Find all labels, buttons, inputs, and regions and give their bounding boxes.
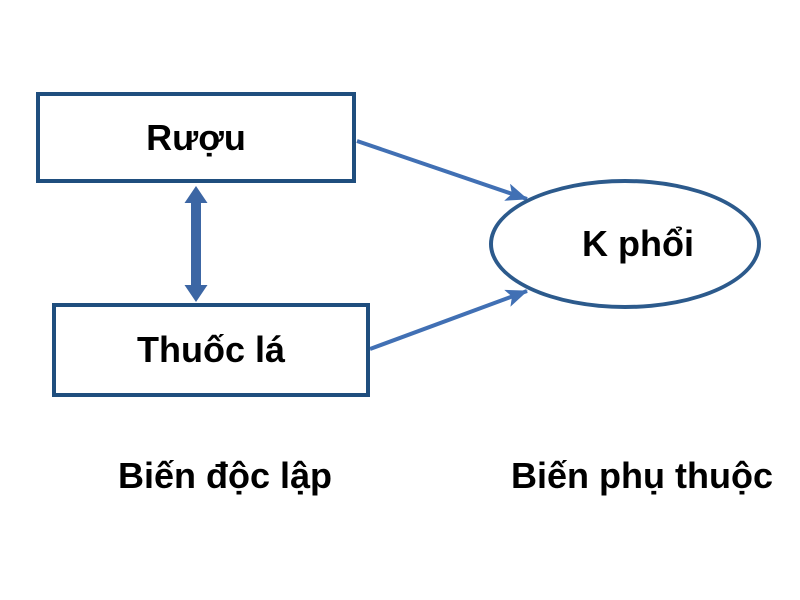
node-lung-cancer-label: K phổi <box>582 223 694 264</box>
node-alcohol-label: Rượu <box>146 116 246 158</box>
node-tobacco: Thuốc lá <box>52 303 370 397</box>
edge-alcohol-tobacco-double-arrow <box>184 186 208 302</box>
edge-alcohol-to-lungcancer-arrow <box>356 139 528 201</box>
edge-tobacco-to-lungcancer-arrow <box>369 289 528 351</box>
node-alcohol: Rượu <box>36 92 356 183</box>
node-lung-cancer: K phổi <box>489 179 761 309</box>
node-tobacco-label: Thuốc lá <box>136 329 285 370</box>
caption-independent-variable: Biến độc lập <box>117 455 333 496</box>
caption-dependent-variable: Biến phụ thuộc <box>511 455 773 496</box>
